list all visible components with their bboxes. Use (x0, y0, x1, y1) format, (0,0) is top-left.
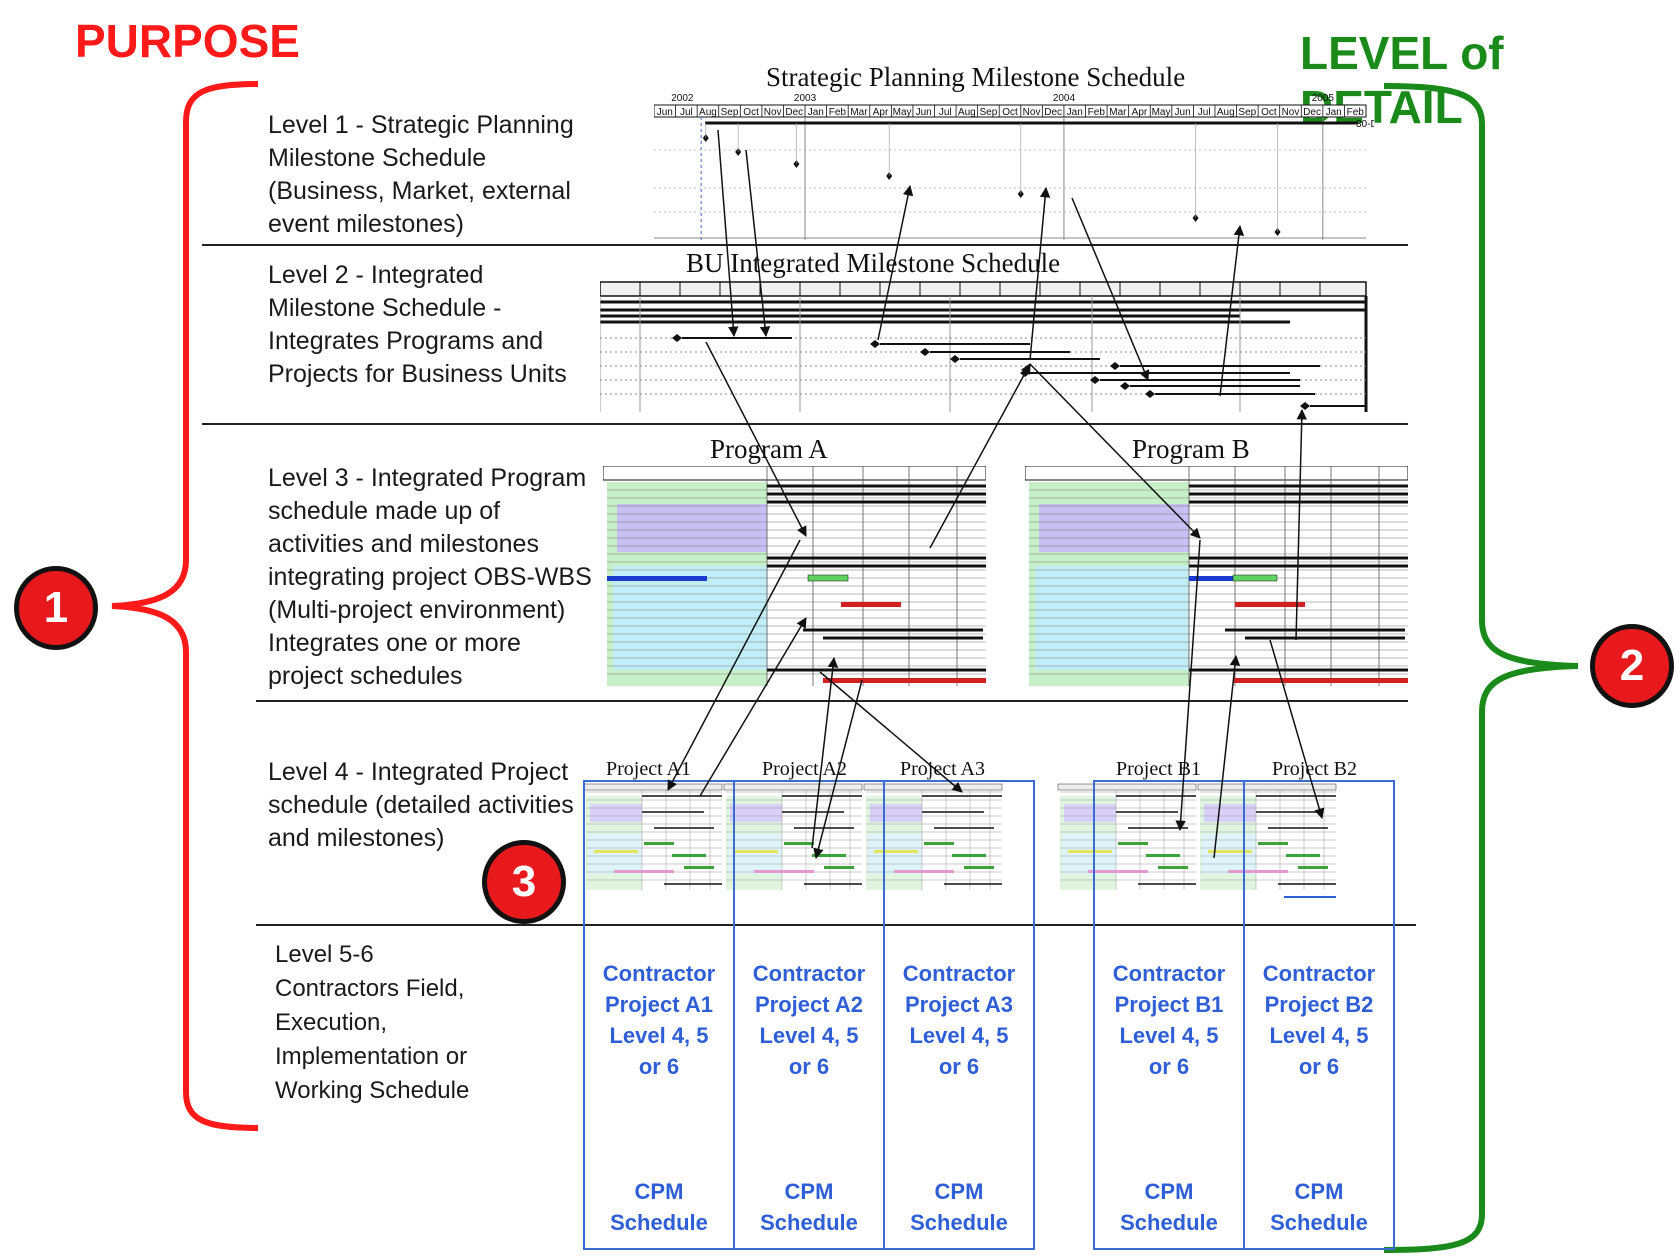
arrow-l3-l2-d (1296, 410, 1302, 640)
arrow-l1-l2-b (746, 150, 766, 336)
arrow-l2-l1-d (1030, 188, 1046, 360)
arrow-l3-l4-f (1180, 540, 1200, 830)
arrow-l3-l4-h (1270, 640, 1322, 818)
arrow-l3-l4-a (668, 540, 800, 790)
arrow-l3-l4-d (816, 680, 862, 858)
arrow-l3-l2-b (930, 364, 1030, 548)
arrow-l2-l3-c (1030, 364, 1200, 538)
arrow-l4-l3-b (700, 618, 806, 796)
arrow-l1-l2-e (1072, 198, 1148, 380)
arrow-l1-l2-a (718, 130, 734, 336)
arrow-l4-l3-g (1214, 656, 1236, 858)
arrow-l2-l1-f (1220, 226, 1240, 396)
arrow-l3-l4-e (820, 672, 962, 792)
arrow-l2-l3-a (706, 342, 806, 536)
arrow-l4-l3-c (812, 658, 834, 848)
arrow-l2-l1-c (878, 186, 910, 340)
